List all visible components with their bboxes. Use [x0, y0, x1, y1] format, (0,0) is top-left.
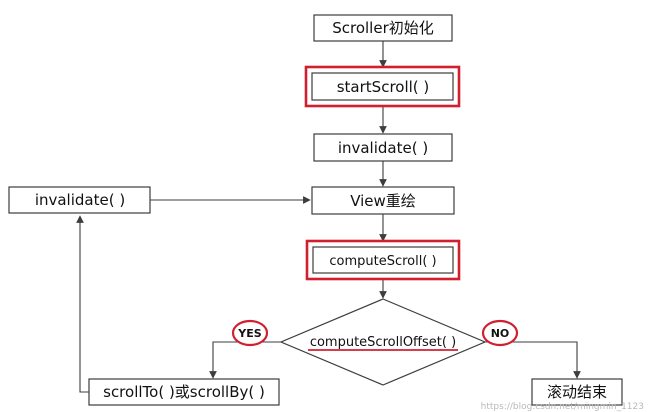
node-view-redraw: View重绘: [311, 186, 455, 215]
node-invalidate-side-label: invalidate( ): [35, 191, 125, 209]
node-scroll-to-by: scrollTo( )或scrollBy( ): [88, 378, 280, 406]
node-compute-scroll: computeScroll( ): [305, 239, 461, 281]
node-scroller-init-label: Scroller初始化: [332, 19, 434, 37]
badge-no-label: NO: [491, 327, 510, 340]
edge-decision-no: [485, 341, 581, 379]
node-view-redraw-label: View重绘: [350, 192, 416, 210]
node-start-scroll: startScroll( ): [304, 65, 461, 108]
node-compute-scroll-label: computeScroll( ): [329, 254, 436, 269]
node-start-scroll-label: startScroll( ): [337, 78, 430, 96]
node-invalidate-side: invalidate( ): [8, 186, 151, 214]
node-scroll-to-by-label: scrollTo( )或scrollBy( ): [103, 383, 265, 401]
node-scroller-init: Scroller初始化: [313, 14, 453, 42]
badge-yes: YES: [231, 319, 269, 347]
edge-decision-yes: [209, 341, 281, 379]
node-scroll-end-label: 滚动结束: [547, 383, 607, 401]
badge-no: NO: [481, 319, 519, 347]
watermark-text: https://blog.csdn.net/mingmin_1123: [481, 402, 644, 412]
node-decision-label: computeScrollOffset( ): [310, 335, 456, 350]
node-invalidate-main-label: invalidate( ): [338, 139, 428, 157]
edge-scrollto-to-invalidate-side: [76, 215, 89, 393]
node-decision: computeScrollOffset( ): [279, 298, 487, 386]
badge-yes-label: YES: [237, 327, 261, 340]
node-scroll-end: 滚动结束: [531, 378, 623, 406]
node-invalidate-main: invalidate( ): [313, 133, 453, 162]
